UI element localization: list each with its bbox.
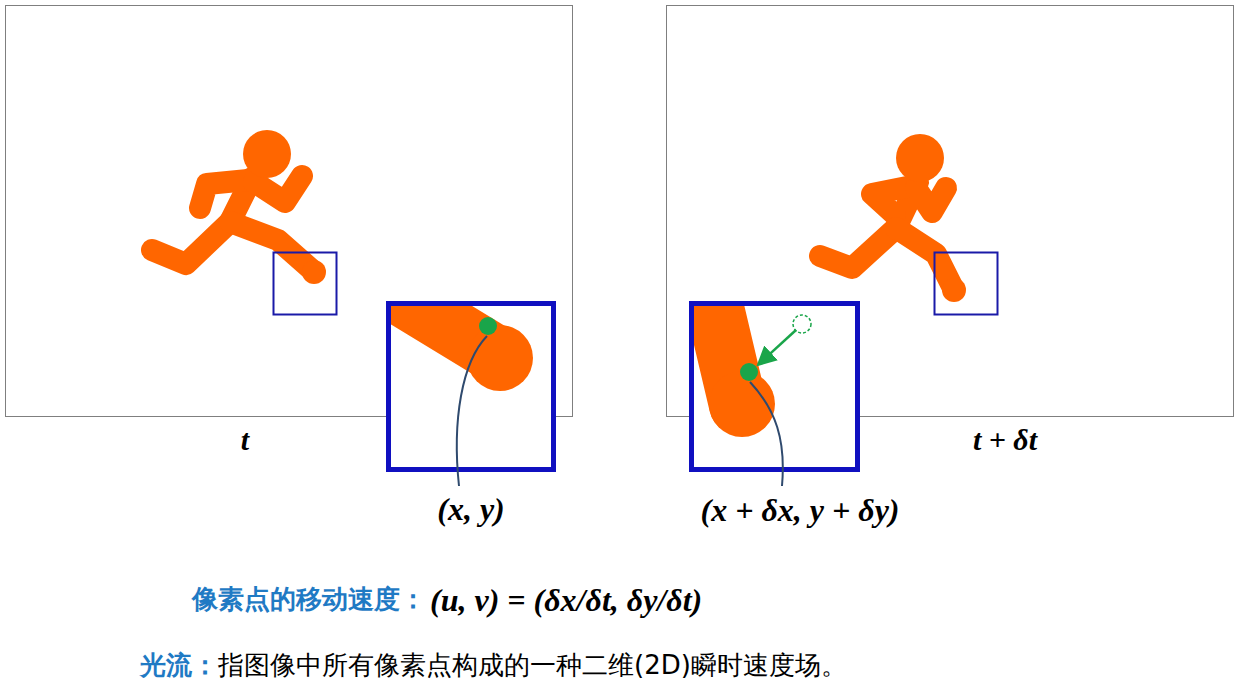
- zoom-box: [274, 253, 337, 315]
- runner-figure: [152, 176, 312, 270]
- frame-t: [6, 6, 573, 417]
- pixel-dot: [479, 317, 497, 335]
- definition-heading: 光流：: [140, 650, 218, 681]
- zoom-inset: [389, 304, 554, 470]
- zoom-box: [935, 253, 998, 315]
- definition-heading: 像素点的移动速度：: [192, 584, 426, 615]
- motion-arrow: [760, 330, 796, 363]
- frame-time-label: t + δt: [973, 422, 1037, 458]
- velocity-formula: (u, v) = (δx/δt, δy/δt): [430, 581, 702, 619]
- coordinate-label: (x + δx, y + δy): [701, 491, 900, 529]
- zoom-inset: [692, 304, 858, 470]
- pixel-dot: [740, 363, 758, 381]
- frame-time-label: t: [241, 422, 249, 458]
- leader-line: [457, 336, 487, 486]
- frame-t-dt: [667, 6, 1234, 417]
- definition-text: 指图像中所有像素点构成的一种二维(2D)瞬时速度场。: [218, 650, 847, 681]
- coordinate-label: (x, y): [437, 490, 505, 528]
- runner-figure: [820, 182, 953, 288]
- leader-line: [750, 382, 783, 486]
